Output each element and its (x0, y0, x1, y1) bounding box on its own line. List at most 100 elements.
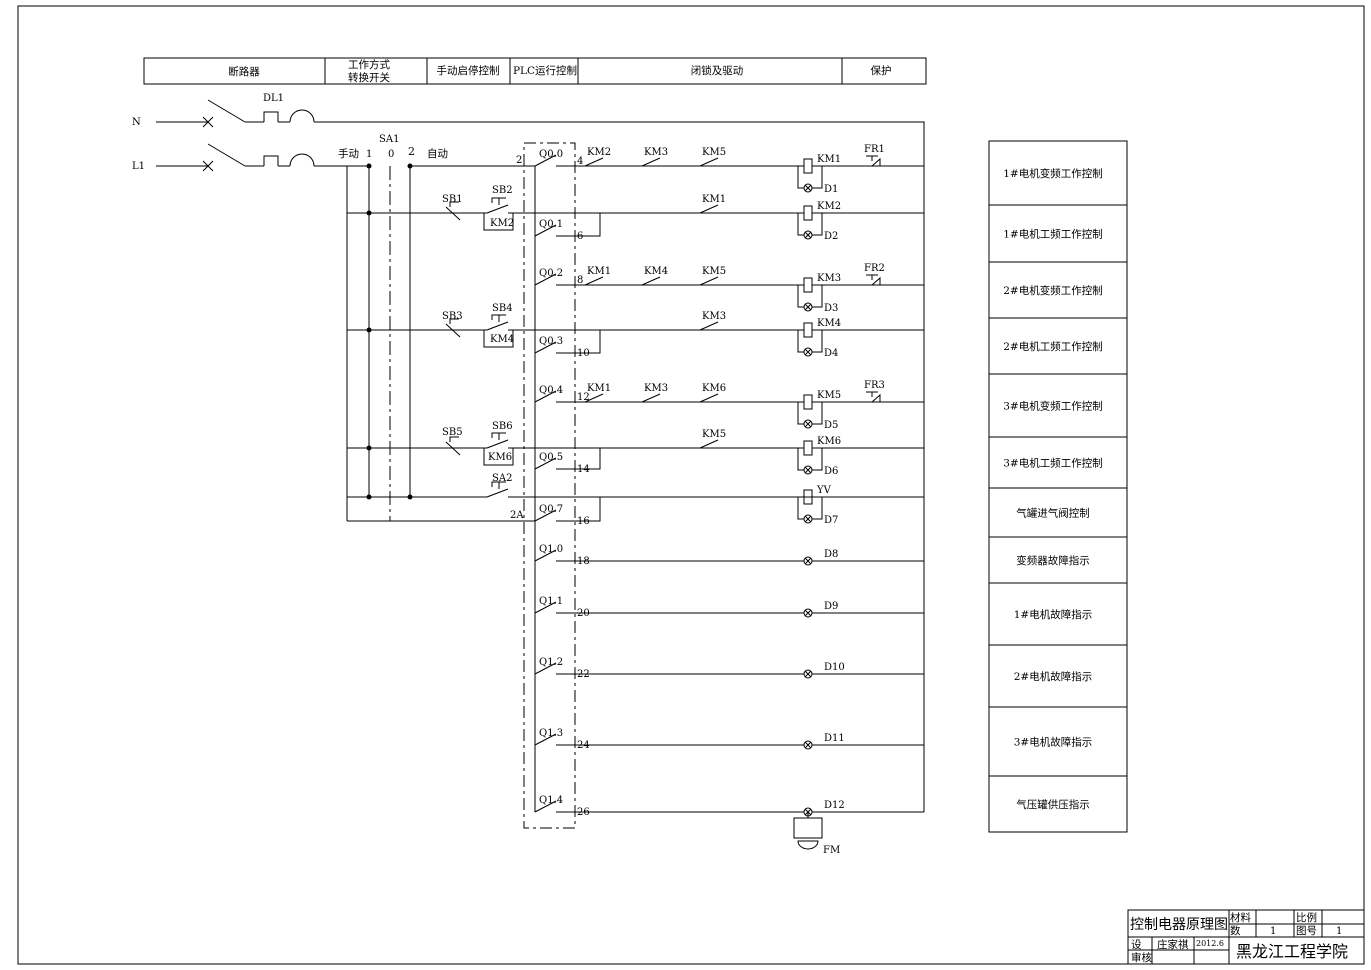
function-label: 1#电机工频工作控制 (1003, 228, 1102, 241)
lamp-branch (797, 497, 804, 520)
lamp-label: D1 (824, 184, 838, 195)
tb-qty-val: 1 (1270, 926, 1276, 937)
buzzer-fm (793, 812, 823, 850)
plc-contact-blade (534, 273, 557, 286)
label-sa1-pos0: 0 (388, 149, 394, 160)
lamp-label: D9 (824, 601, 838, 612)
coil-lamp-group: D11 (803, 733, 924, 750)
function-label: 1#电机故障指示 (1014, 608, 1092, 621)
function-label: 气压罐供压指示 (1016, 798, 1090, 811)
label-fr2: FR2 (864, 263, 885, 274)
interlock-label: KM1 (587, 383, 611, 394)
plc-output-contacts: Q0.04Q0.16Q0.28Q0.310Q0.412Q0.514Q0.716Q… (534, 149, 590, 818)
sa1-selector-switch (347, 165, 535, 522)
plc-output-label: Q0.2 (539, 268, 563, 279)
interlock-contact (699, 157, 719, 167)
plc-output-label: Q1.3 (539, 728, 563, 739)
label-km2-hold: KM2 (490, 218, 514, 229)
label-plc-com2: 2A (510, 510, 524, 521)
function-label: 2#电机故障指示 (1014, 670, 1092, 683)
indicator-lamp-cross (804, 231, 812, 239)
indicator-lamp-cross (804, 348, 812, 356)
switch-sa2 (410, 481, 924, 498)
rung-wire (575, 330, 601, 354)
coil-lamp-group: D10 (803, 662, 924, 679)
indicator-lamp-cross (804, 609, 812, 617)
indicator-lamp-cross (804, 670, 812, 678)
label-sb5: SB5 (442, 427, 463, 438)
indicator-lamp-cross (804, 184, 812, 192)
lamp-branch (812, 166, 823, 189)
lamp-branch (812, 330, 823, 353)
indicator-lamp-cross (804, 420, 812, 428)
header-breaker: 断路器 (228, 65, 260, 78)
interlock-contact (641, 276, 661, 286)
interlock-contact (584, 276, 604, 286)
lamp-label: D4 (824, 348, 838, 359)
lamp-branch (797, 330, 804, 353)
coil (803, 205, 813, 221)
header-interlock: 闭锁及驱动 (691, 64, 744, 77)
interlock-contact (699, 439, 719, 449)
plc-output-label: Q0.0 (539, 149, 563, 160)
lamp-branch (812, 448, 823, 471)
plc-output-label: Q0.3 (539, 336, 563, 347)
interlock-label: KM3 (644, 383, 668, 394)
label-manual: 手动 (338, 147, 359, 160)
indicator-lamp-cross (804, 557, 812, 565)
interlock-contact (641, 393, 661, 403)
tb-scale: 比例 (1296, 911, 1317, 924)
coil-label: KM5 (817, 390, 841, 401)
drawing-frame (17, 5, 1365, 965)
plc-output-label: Q1.4 (539, 795, 563, 806)
label-fr3: FR3 (864, 380, 885, 391)
interlock-label: KM6 (702, 383, 726, 394)
plc-contact-blade (534, 800, 557, 813)
interlock-label: KM3 (644, 147, 668, 158)
plc-contact-blade (534, 549, 557, 562)
header-mode-2: 转换开关 (348, 71, 390, 84)
tb-review: 审核 (1131, 951, 1153, 964)
breaker-dl1 (156, 99, 925, 812)
interlock-label: KM4 (644, 266, 668, 277)
coil-lamp-group: D8 (803, 549, 924, 566)
lamp-branch (797, 285, 804, 308)
tb-material: 材料 (1230, 911, 1252, 924)
lamp-label: D2 (824, 231, 838, 242)
label-sb2: SB2 (492, 185, 513, 196)
tb-title: 控制电器原理图 (1130, 917, 1228, 933)
tb-date: 2012.6 (1196, 939, 1224, 948)
function-label: 3#电机变频工作控制 (1003, 400, 1102, 413)
plc-output-label: Q0.4 (539, 385, 563, 396)
lamp-label: D10 (824, 662, 845, 673)
function-label: 气罐进气阀控制 (1016, 507, 1090, 520)
lamp-label: D3 (824, 303, 838, 314)
label-fm: FM (823, 845, 840, 856)
lamp-label: D5 (824, 420, 838, 431)
plc-output-label: Q1.2 (539, 657, 563, 668)
label-fr1: FR1 (864, 144, 885, 155)
plc-output-module (523, 142, 576, 829)
function-label: 3#电机故障指示 (1014, 736, 1092, 749)
label-plc-com: 2 (516, 155, 522, 166)
tb-qty: 数 (1230, 924, 1241, 937)
label-sb6: SB6 (492, 421, 513, 432)
lamp-label: D7 (824, 515, 838, 526)
interlock-label: KM5 (702, 147, 726, 158)
indicator-lamp-cross (804, 741, 812, 749)
tb-drawing-no: 图号 (1296, 925, 1317, 937)
plc-contact-blade (534, 601, 557, 614)
lamp-branch (797, 213, 804, 236)
label-sb1: SB1 (442, 194, 463, 205)
coil-label: KM3 (817, 273, 841, 284)
indicator-lamp-cross (804, 515, 812, 523)
manual-branches (347, 212, 444, 498)
label-l1: L1 (132, 161, 145, 172)
lamp-label: D8 (824, 549, 838, 560)
coil (803, 322, 813, 338)
lamp-branch (797, 402, 804, 425)
lamp-branch (812, 497, 823, 520)
coil (803, 440, 813, 456)
